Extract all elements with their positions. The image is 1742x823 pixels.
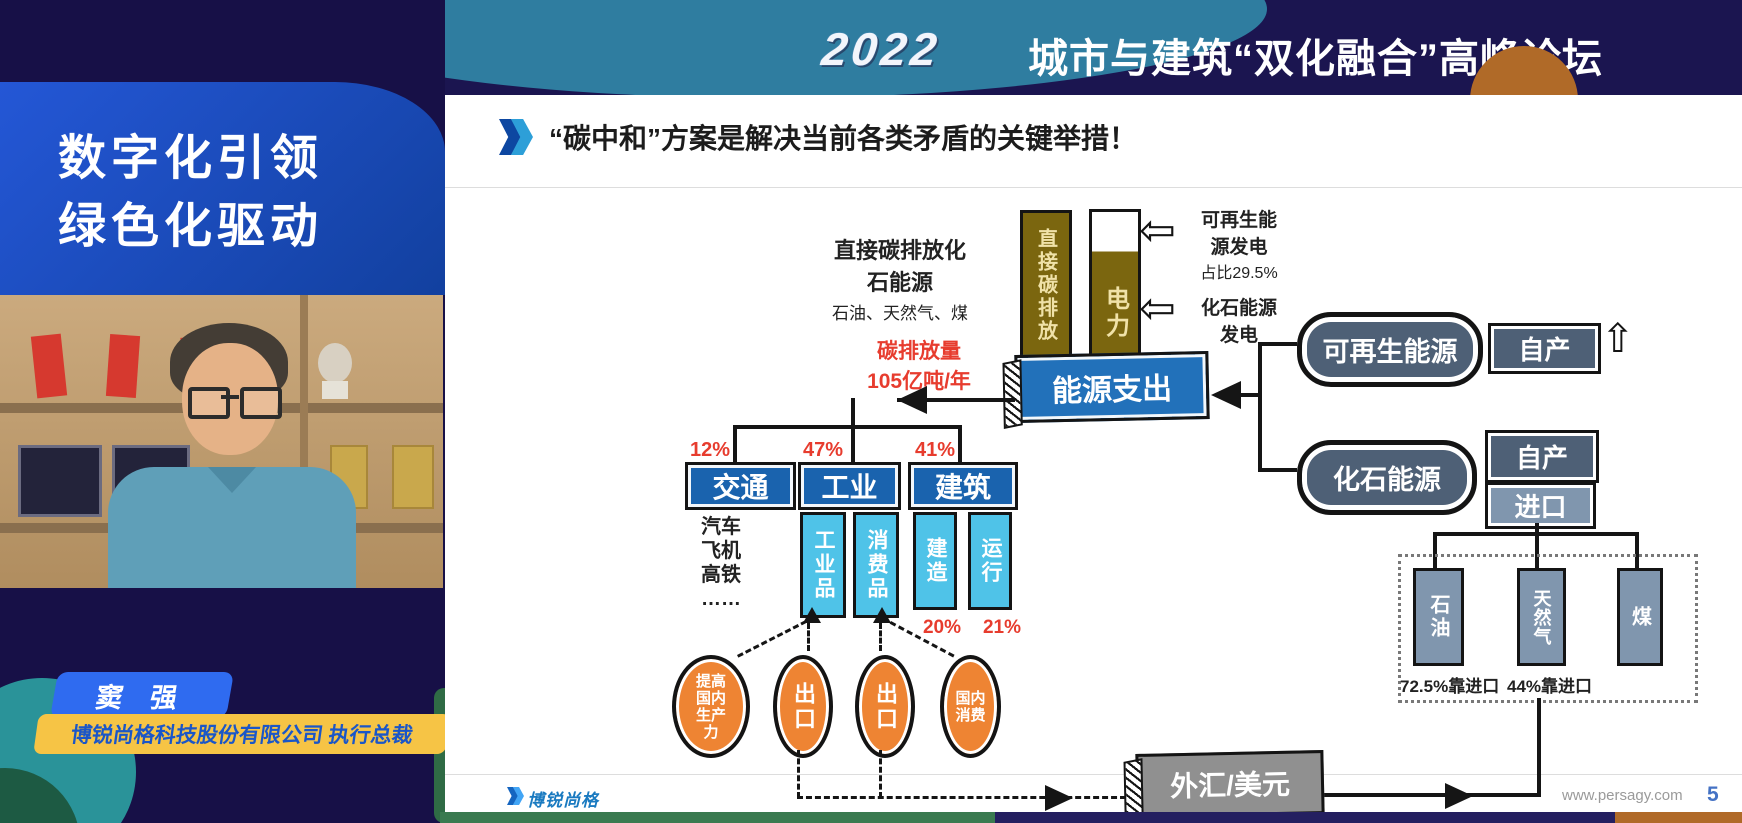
- column-operation: 运行: [968, 512, 1012, 610]
- pct-construction: 20%: [922, 617, 962, 638]
- connector-line: [1258, 468, 1297, 472]
- oval-export-2: 出口: [855, 655, 915, 758]
- fossil-gen-note: 化石能源 发电: [1200, 298, 1277, 346]
- connector-line: [851, 425, 855, 462]
- oval-domestic-consumption: 国内消费: [940, 655, 1001, 758]
- trophy-icon: [318, 343, 352, 383]
- transport-examples: 汽车 飞机 高铁 ……: [701, 516, 741, 610]
- self-produce-box-2: 自产: [1485, 430, 1599, 483]
- connector-line: [733, 425, 962, 429]
- double-chevron-icon: [499, 119, 533, 155]
- fuel-box-gas: 天然气: [1517, 568, 1566, 666]
- dash-link: [797, 796, 1135, 799]
- speaker-glasses-bridge: [221, 395, 239, 399]
- column-industrial-goods: 工业品: [800, 512, 846, 618]
- footer-website: www.persagy.com: [1562, 787, 1683, 804]
- connector-line: [1258, 342, 1262, 472]
- oval-export-1: 出口: [773, 655, 833, 758]
- connector-line: [1318, 793, 1540, 797]
- connector-line: [1535, 523, 1539, 534]
- self-produce-box-1: 自产: [1488, 323, 1601, 374]
- slide: “碳中和”方案是解决当前各类矛盾的关键举措！ 直接碳排放化 石能源 石油、天然气…: [445, 95, 1742, 818]
- connector-line: [851, 398, 855, 427]
- left-panel: 数字化引领 绿色化驱动: [0, 0, 474, 823]
- arrow-left-icon: ⇦: [1139, 206, 1176, 255]
- forex-box: 外汇/美元: [1135, 750, 1325, 818]
- dash-link: [879, 623, 882, 651]
- connector-line: [733, 425, 737, 462]
- slide-title: “碳中和”方案是解决当前各类矛盾的关键举措！: [549, 123, 1138, 154]
- plaque: [18, 445, 102, 517]
- plaque: [392, 445, 434, 509]
- connector-line: [1258, 342, 1297, 346]
- arrowhead-right: [1445, 783, 1473, 809]
- supply-fossil: 化石能源: [1297, 440, 1477, 515]
- direct-emission-note: 直接碳排放化 石能源 石油、天然气、煤: [832, 238, 968, 323]
- connector-line: [1535, 532, 1539, 568]
- arrowhead-up: [873, 607, 891, 623]
- trophy-base: [322, 381, 348, 399]
- connector-line: [1537, 698, 1541, 797]
- fuel-box-coal: 煤: [1617, 568, 1663, 666]
- fuel-note-oil: 72.5%靠进口: [1400, 677, 1500, 696]
- title-divider: [445, 187, 1742, 188]
- shelf-divider: [300, 295, 308, 588]
- emission-amount-note: 碳排放量 105亿吨/年: [867, 340, 971, 393]
- column-consumer-goods: 消费品: [853, 512, 899, 618]
- speaker-title: 博锐尚格科技股份有限公司 执行总裁: [69, 724, 415, 747]
- supply-renewable: 可再生能源: [1297, 312, 1483, 387]
- sector-box-building: 建筑: [908, 462, 1018, 510]
- fuel-box-oil: 石油: [1413, 568, 1464, 666]
- pct-building: 41%: [914, 439, 956, 461]
- connector-line: [897, 398, 1015, 402]
- arrow-left-icon: ⇦: [1139, 284, 1176, 333]
- award-ribbon: [30, 333, 68, 399]
- speaker-face: [182, 343, 278, 455]
- speaker-title-badge: 博锐尚格科技股份有限公司 执行总裁: [33, 714, 451, 754]
- renewable-gen-note: 可再生能 源发电 占比29.5%: [1200, 210, 1278, 282]
- award-ribbon: [105, 334, 141, 398]
- bar-power: 电力: [1089, 209, 1141, 361]
- bottom-strip-navy: [995, 812, 1615, 823]
- sector-box-industry: 工业: [798, 462, 901, 510]
- arrowhead-left: [1211, 381, 1241, 409]
- pct-industry: 47%: [802, 439, 844, 461]
- arrowhead-up: [803, 607, 821, 623]
- sector-box-transport: 交通: [685, 462, 796, 510]
- headline-panel: 数字化引领 绿色化驱动: [0, 82, 445, 295]
- oval-domestic-capacity: 提高国内生产力: [672, 655, 750, 758]
- dash-link: [807, 623, 810, 651]
- bottom-strip-orange: [1615, 812, 1742, 823]
- page-number: 5: [1707, 783, 1719, 806]
- footer-logo: 博锐尚格: [527, 791, 599, 810]
- fuel-note-gas: 44%靠进口: [1507, 677, 1593, 696]
- speaker-video: [0, 295, 443, 588]
- headline-line2: 绿色化驱动: [58, 200, 324, 253]
- footer-divider: [445, 774, 1742, 775]
- logo-chevron-icon: [507, 787, 524, 805]
- connector-line: [958, 425, 962, 462]
- connector-line: [1239, 393, 1262, 397]
- pct-operation: 21%: [982, 617, 1022, 638]
- bottom-strip-green: [440, 812, 995, 823]
- import-box: 进口: [1485, 482, 1596, 529]
- speaker-glasses: [240, 387, 282, 419]
- fuels-group-border: [1398, 554, 1698, 703]
- connector-line: [1635, 532, 1639, 568]
- speaker-name: 窦 强: [93, 682, 190, 713]
- column-construction: 建造: [913, 512, 957, 610]
- pct-transport: 12%: [689, 439, 731, 461]
- bar-direct-emission: 直接碳排放: [1020, 210, 1072, 361]
- arrow-up-icon: ⇧: [1601, 317, 1635, 361]
- headline-line1: 数字化引领: [58, 132, 324, 185]
- arrowhead-left: [897, 386, 927, 414]
- energy-expense-box: 能源支出: [1014, 350, 1210, 424]
- speaker-glasses: [188, 387, 230, 419]
- speaker-name-badge: 窦 强: [49, 672, 235, 718]
- arrowhead-right: [1045, 785, 1073, 811]
- banner-year: 2022: [819, 23, 944, 75]
- connector-line: [1433, 532, 1437, 568]
